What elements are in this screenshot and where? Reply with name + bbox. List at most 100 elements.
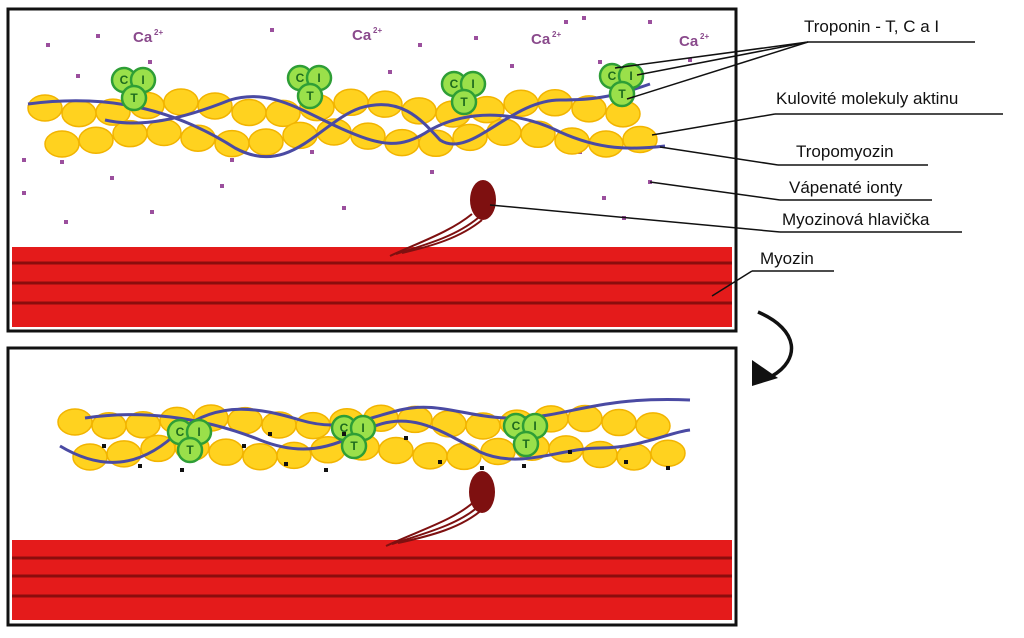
leader-line xyxy=(636,41,809,76)
binding-site xyxy=(666,466,670,470)
calcium-ion xyxy=(648,20,652,24)
troponin-t-letter: T xyxy=(130,91,138,105)
calcium-ion xyxy=(430,170,434,174)
troponin-c-letter: C xyxy=(608,69,617,83)
calcium-ion xyxy=(388,70,392,74)
myosin-head xyxy=(470,180,496,220)
calcium-charge: 2+ xyxy=(700,32,709,41)
actin-globule xyxy=(431,410,467,438)
myosin-head xyxy=(469,471,495,513)
calcium-symbol: Ca xyxy=(531,31,551,48)
troponin-c-letter: C xyxy=(340,421,349,435)
binding-site xyxy=(404,436,408,440)
leader-line xyxy=(614,41,809,69)
leader-line xyxy=(649,181,781,201)
label-calcium-ions: Vápenaté ionty xyxy=(789,178,903,197)
leader-lines xyxy=(489,41,1003,297)
actin-globule xyxy=(480,437,516,466)
calcium-ion xyxy=(310,150,314,154)
binding-site xyxy=(324,468,328,472)
actin-globule xyxy=(520,120,556,149)
troponin-t-letter: T xyxy=(350,439,358,453)
calcium-ion xyxy=(564,20,568,24)
binding-site xyxy=(268,432,272,436)
binding-site xyxy=(342,432,346,436)
troponin-t-subunit xyxy=(340,432,368,460)
label-troponin: Troponin - T, C a I xyxy=(804,17,939,36)
troponin-t-subunit xyxy=(176,436,204,464)
actin-globule xyxy=(452,123,488,152)
troponin-c-letter: C xyxy=(296,71,305,85)
troponin-i-letter: I xyxy=(471,77,474,91)
binding-site xyxy=(624,460,628,464)
binding-site xyxy=(568,450,572,454)
troponin-t-subunit xyxy=(512,430,540,458)
actin-globule xyxy=(412,442,448,470)
troponin-i-letter: I xyxy=(533,419,536,433)
calcium-ion xyxy=(582,16,586,20)
calcium-ion xyxy=(418,43,422,47)
troponin-c-letter: C xyxy=(176,425,185,439)
binding-site xyxy=(138,464,142,468)
leader-line xyxy=(626,41,809,100)
myosin-body xyxy=(12,247,732,327)
actin-globule xyxy=(27,94,63,122)
actin-globule xyxy=(601,408,637,437)
actin-globule xyxy=(57,408,93,436)
actin-globule xyxy=(650,439,686,467)
binding-sites xyxy=(102,432,670,472)
myosin-head-bottom xyxy=(385,471,495,547)
myosin-body xyxy=(12,540,732,620)
troponin-c-letter: C xyxy=(512,419,521,433)
calcium-ion xyxy=(598,60,602,64)
actin-globule xyxy=(146,118,182,147)
calcium-charge: 2+ xyxy=(373,26,382,35)
actin-globule xyxy=(112,119,148,148)
calcium-symbol: Ca xyxy=(352,27,372,44)
calcium-ion xyxy=(230,158,234,162)
calcium-ion xyxy=(60,160,64,164)
myosin-filament-bottom xyxy=(12,540,732,620)
actin-globule xyxy=(231,98,267,127)
leader-line xyxy=(651,113,776,136)
actin-globule xyxy=(44,130,80,158)
actin-globule xyxy=(78,126,114,154)
actin-globule xyxy=(622,125,658,154)
tropomyosin-top xyxy=(27,82,666,159)
calcium-ion xyxy=(22,191,26,195)
myosin-neck xyxy=(389,213,473,257)
troponin-t-letter: T xyxy=(618,87,626,101)
actin-globule xyxy=(486,118,522,146)
actin-globule xyxy=(125,411,161,439)
myosin-neck xyxy=(395,217,479,255)
binding-site xyxy=(438,460,442,464)
calcium-ion xyxy=(688,58,692,62)
calcium-ion xyxy=(22,158,26,162)
calcium-ion xyxy=(76,74,80,78)
label-actin: Kulovité molekuly aktinu xyxy=(776,89,958,108)
myosin-neck xyxy=(385,499,477,547)
arrow-shaft xyxy=(757,310,794,378)
myosin-neck xyxy=(397,507,485,544)
troponin-c-letter: C xyxy=(450,77,459,91)
actin-globule xyxy=(72,443,108,471)
calcium-ion xyxy=(510,64,514,68)
actin-globule xyxy=(248,128,284,156)
calcium-ion xyxy=(148,60,152,64)
troponin-t-subunit xyxy=(120,84,148,112)
calcium-symbol: Ca xyxy=(679,33,699,50)
binding-site xyxy=(102,444,106,448)
calcium-ion xyxy=(474,36,478,40)
